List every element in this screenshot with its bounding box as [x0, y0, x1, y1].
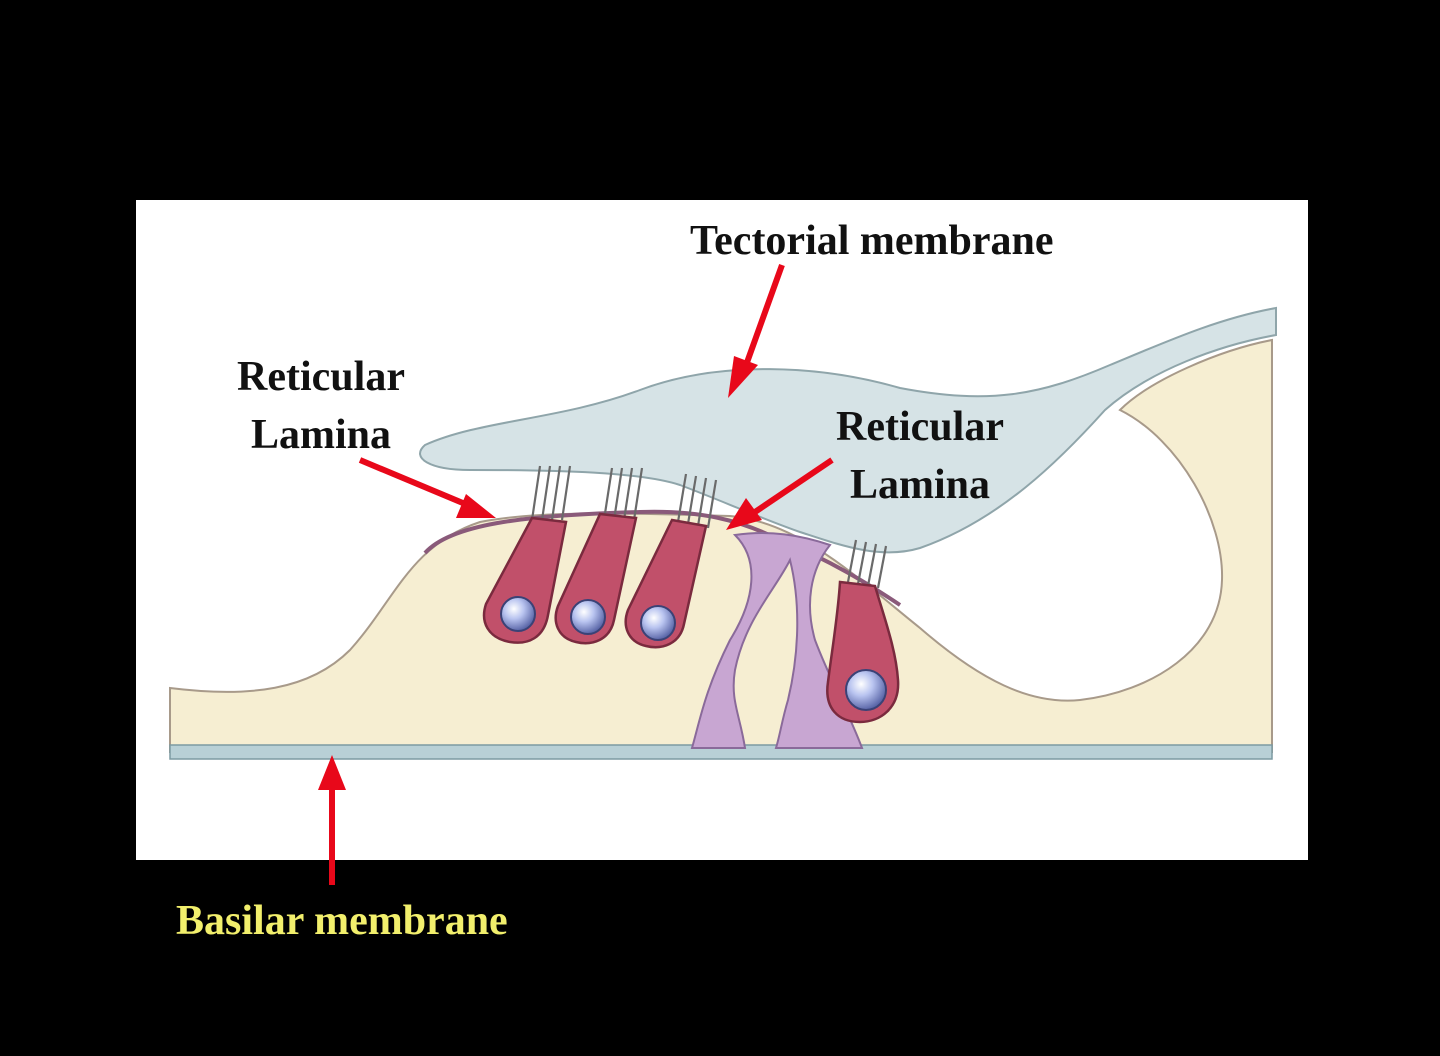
nucleus-1 [500, 596, 536, 632]
stereocilia [530, 465, 888, 589]
reticular-lamina-label-left: Reticular Lamina [212, 348, 430, 464]
tectorial-membrane [419, 306, 1277, 554]
reticular-lamina-line [423, 509, 902, 607]
nucleus-4 [845, 669, 887, 711]
pillar-cells [690, 532, 864, 749]
nucleus-2 [570, 599, 606, 635]
reticular-lamina-right-line1: Reticular [836, 404, 1004, 450]
arrow-reticular-left [358, 457, 496, 518]
arrow-reticular-right [726, 457, 834, 530]
reticular-lamina-label-right: Reticular Lamina [812, 398, 1028, 514]
reticular-lamina-left-line1: Reticular [237, 354, 405, 400]
arrow-tectorial [728, 263, 785, 398]
pointer-arrows [318, 263, 834, 885]
nucleus-3 [640, 605, 676, 641]
reticular-lamina-right-line2: Lamina [849, 462, 991, 508]
arrow-basilar [318, 755, 346, 885]
basilar-membrane-label: Basilar membrane [176, 898, 508, 944]
supporting-tissue [169, 338, 1273, 753]
reticular-lamina-left-line2: Lamina [250, 412, 392, 458]
tectorial-membrane-label: Tectorial membrane [690, 218, 1054, 264]
cell-nuclei [500, 596, 887, 711]
